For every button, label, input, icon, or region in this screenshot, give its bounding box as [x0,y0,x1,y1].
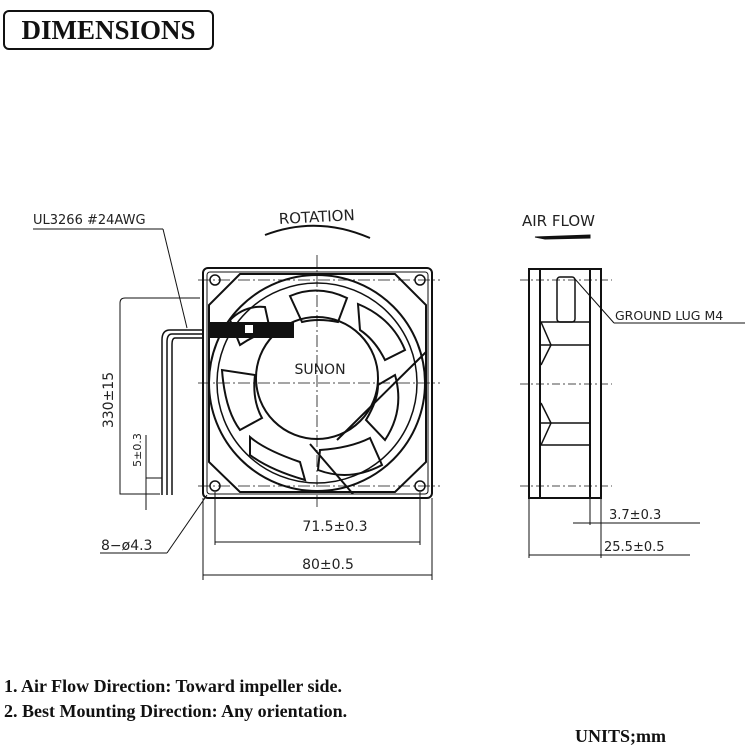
ground-lug [556,276,576,323]
airflow-arrow-icon [534,234,591,240]
wire-spec-label: UL3266 #24AWG [33,213,146,228]
page-title: DIMENSIONS [3,10,214,50]
center-lines [198,255,440,510]
hole-spacing-dim: 71.5±0.3 [302,519,367,535]
strip-length-dim: 5±0.3 [131,433,144,467]
fan-side-view: AIR FLOW GROUND LUG M4 3.7±0.3 25.5±0.5 [520,212,745,558]
airflow-label: AIR FLOW [522,212,595,230]
lead-wires [161,329,203,495]
lead-length-dim: 330±15 [101,372,117,428]
note-mounting: 2. Best Mounting Direction: Any orientat… [4,701,348,721]
holes-dim: 8−ø4.3 [101,538,152,554]
fan-blades [220,289,407,482]
ground-lug-label: GROUND LUG M4 [615,308,723,323]
rotation-label: ROTATION [278,206,355,228]
brand-label: SUNON [294,362,345,378]
flange-dim: 3.7±0.3 [609,508,661,523]
width-dim: 80±0.5 [302,557,354,573]
note-airflow: 1. Air Flow Direction: Toward impeller s… [4,676,342,696]
units-label: UNITS;mm [575,726,667,746]
depth-dim: 25.5±0.5 [604,540,665,555]
fan-front-view: UL3266 #24AWG ROTATION SUNON 330±15 5±0.… [33,206,440,580]
